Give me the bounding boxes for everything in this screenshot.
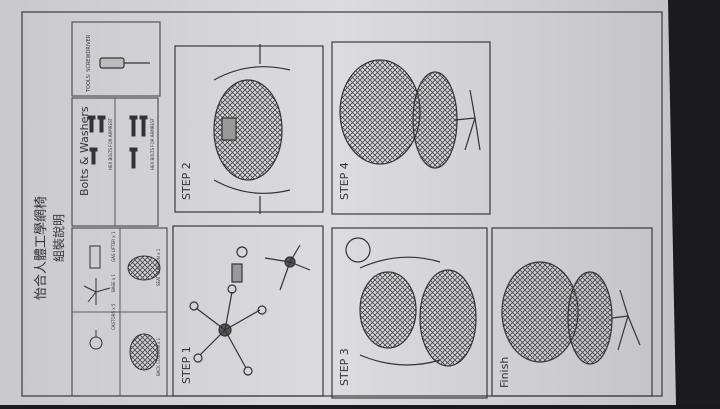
step4-label: STEP 4	[338, 162, 351, 200]
seat-cushion-icon	[127, 255, 161, 281]
step2-illustration	[213, 44, 291, 214]
bolt-icons	[87, 115, 148, 169]
step1-illustration	[189, 244, 311, 376]
step1-label: STEP 1	[180, 346, 193, 384]
gas-lifter-icon	[89, 245, 101, 269]
subtitle-cn: 組裝說明	[52, 213, 66, 262]
bolts-title: Bolts & Washers	[78, 106, 91, 196]
part-label-base: BASE x 1	[111, 273, 116, 292]
part-label-castors: CASTORS x 5	[111, 303, 116, 330]
tool-box	[71, 21, 161, 97]
step4-panel	[331, 41, 491, 215]
part-label-gas-lifter: GAS LIFTER x 1	[111, 231, 116, 263]
bolt-label-2: HEX BOLTS FOR ARMREST	[150, 117, 155, 170]
part-label-back: BACK CUSHION x 1	[156, 337, 161, 376]
outer-frame	[21, 11, 663, 397]
title-cn: 怡合人體工學網椅	[34, 195, 49, 300]
back-cushion-icon	[129, 333, 159, 371]
step4-illustration	[339, 59, 481, 169]
step1-panel	[172, 225, 324, 397]
finish-panel	[491, 227, 653, 397]
step3-panel	[331, 227, 488, 399]
step3-illustration	[345, 237, 477, 367]
part-label-seat: SEAT CUSHION x 1	[156, 248, 161, 286]
step2-panel	[174, 45, 324, 213]
finish-label: Finish	[498, 356, 511, 388]
tool-label: TOOLS: SCREWDRIVER	[86, 34, 92, 92]
castor-icon	[89, 330, 103, 350]
finish-illustration	[501, 261, 641, 365]
bolt-label-1: HEX BOLTS FOR ARMREST	[108, 117, 113, 170]
screwdriver-icon	[99, 57, 150, 69]
step2-label: STEP 2	[180, 162, 193, 200]
step3-label: STEP 3	[338, 348, 351, 386]
base-icon	[83, 278, 111, 305]
